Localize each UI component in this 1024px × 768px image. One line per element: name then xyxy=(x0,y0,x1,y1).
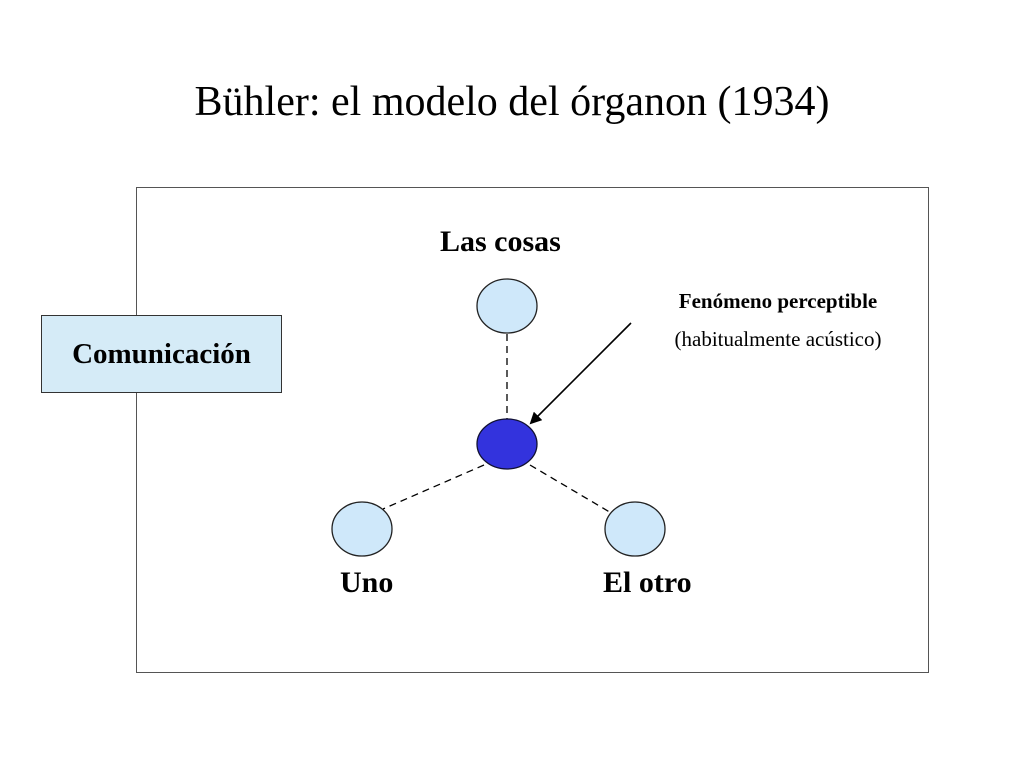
callout-subtitle: (habitualmente acústico) xyxy=(674,327,882,351)
comunicacion-label: Comunicación xyxy=(72,337,251,370)
node-center-phenomenon xyxy=(476,418,538,470)
label-el-otro: El otro xyxy=(603,566,692,599)
label-uno: Uno xyxy=(340,566,394,599)
label-las-cosas: Las cosas xyxy=(440,225,561,258)
callout-title: Fenómeno perceptible xyxy=(678,289,878,313)
callout-phenomenon: Fenómeno perceptible (habitualmente acús… xyxy=(640,286,916,354)
callout-arrow xyxy=(529,322,632,425)
diagram-frame xyxy=(136,187,929,673)
comunicacion-box: Comunicación xyxy=(41,315,282,393)
node-things xyxy=(476,278,538,334)
connector-left xyxy=(382,464,485,510)
slide-title: Bühler: el modelo del órganon (1934) xyxy=(194,79,830,125)
connector-right xyxy=(529,464,614,515)
node-receiver xyxy=(604,501,666,557)
node-sender xyxy=(331,501,393,557)
